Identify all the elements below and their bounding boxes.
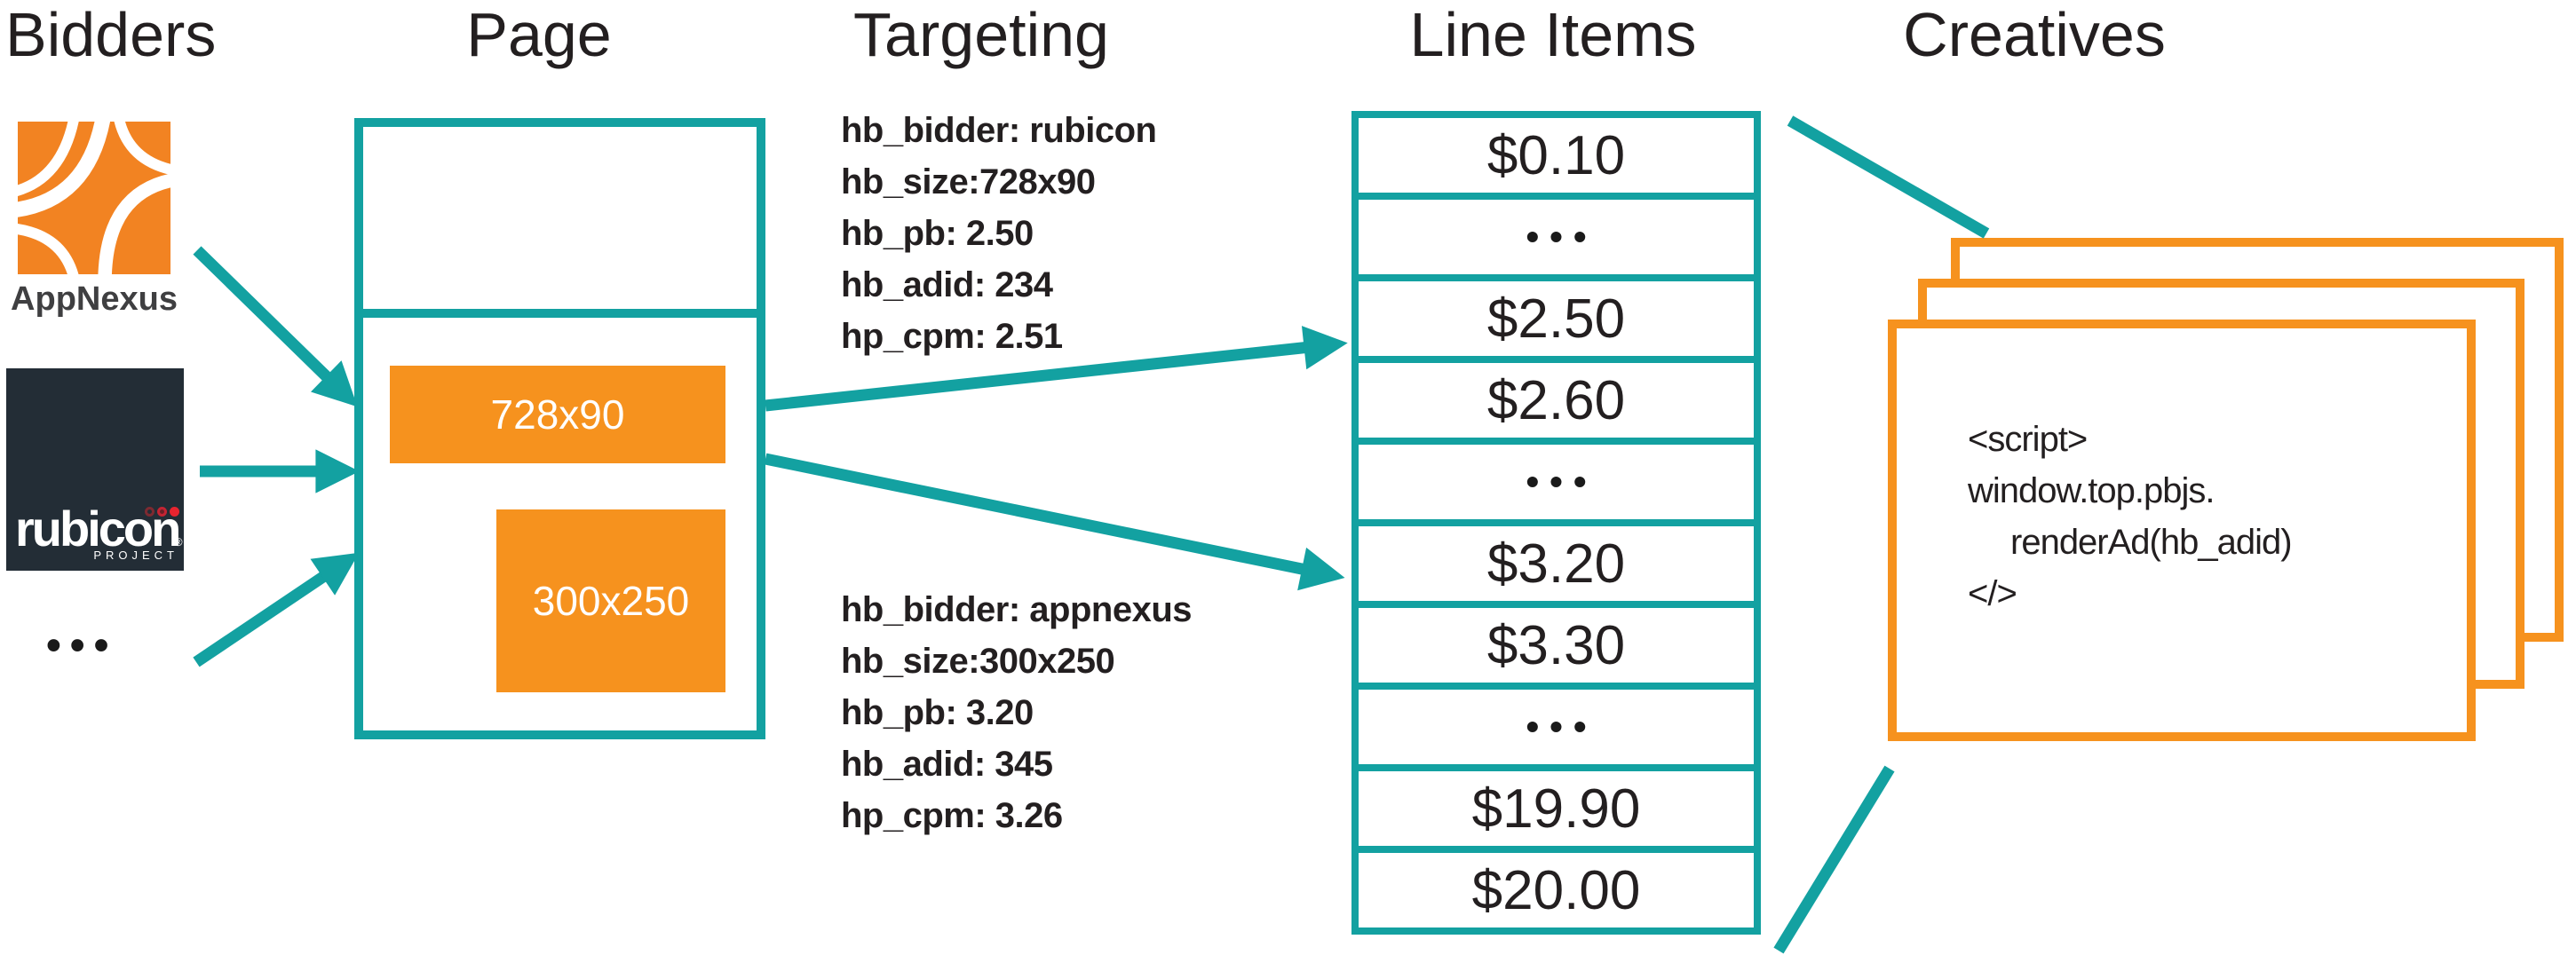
line-item-row: $3.30 <box>1359 608 1754 683</box>
creative-script-line: window.top.pbjs. <box>1968 471 2215 510</box>
arrow-others-to-page <box>193 552 360 667</box>
targeting-key-value: hb_size:300x250 <box>841 642 1115 681</box>
targeting-key-value: hb_bidder: rubicon <box>841 111 1157 150</box>
targeting-key-value: hb_bidder: appnexus <box>841 590 1193 629</box>
more-bidders-ellipsis: ••• <box>46 622 118 669</box>
column-title-line-items: Line Items <box>1409 0 1697 69</box>
line-item-row: ••• <box>1359 200 1754 274</box>
column-title-page: Page <box>466 0 612 69</box>
ad-slot-300x250-label: 300x250 <box>532 578 690 624</box>
rubicon-dots-icon <box>145 507 179 517</box>
targeting-key-value: hb_pb: 3.20 <box>841 693 1034 732</box>
arrow-appnexus-to-page <box>193 246 358 407</box>
line-item-row: $0.10 <box>1359 118 1754 193</box>
appnexus-wordmark: AppNexus <box>11 280 178 318</box>
creative-script-code: <script> window.top.pbjs. renderAd(hb_adid… <box>1968 414 2293 620</box>
rubicon-registered-mark: ® <box>174 535 183 549</box>
ad-slot-300x250: 300x250 <box>496 509 725 692</box>
line-items-to-creatives-bottom <box>1773 765 1895 954</box>
column-title-targeting: Targeting <box>853 0 1109 69</box>
line-item-row: $3.20 <box>1359 526 1754 601</box>
appnexus-logo-icon <box>18 122 170 274</box>
arrow-page-to-line-item-320 <box>764 453 1345 591</box>
targeting-key-value: hb_size:728x90 <box>841 162 1096 201</box>
ad-slot-728x90: 728x90 <box>390 366 725 463</box>
line-item-row: $20.00 <box>1359 853 1754 927</box>
line-item-row: $2.60 <box>1359 363 1754 438</box>
rubicon-project-logo: rubicon ® PROJECT <box>6 368 184 571</box>
line-items-table: $0.10•••$2.50$2.60•••$3.20$3.30•••$19.90… <box>1351 111 1761 935</box>
column-title-creatives: Creatives <box>1903 0 2166 69</box>
creative-script-line: renderAd(hb_adid) <box>2010 523 2293 562</box>
ad-slot-728x90-label: 728x90 <box>490 391 625 438</box>
line-item-row: $19.90 <box>1359 771 1754 846</box>
creative-script-line: <script> <box>1968 420 2088 459</box>
targeting-key-value: hb_adid: 234 <box>841 265 1053 304</box>
targeting-key-value: hp_cpm: 3.26 <box>841 796 1063 835</box>
creative-card-front: <script> window.top.pbjs. renderAd(hb_adid… <box>1888 320 2476 741</box>
line-items-to-creatives-top <box>1787 115 1990 239</box>
line-item-row: $2.50 <box>1359 281 1754 356</box>
page-header-divider <box>363 309 757 318</box>
targeting-key-value: hb_pb: 2.50 <box>841 214 1034 253</box>
targeting-key-value: hb_adid: 345 <box>841 745 1053 784</box>
rubicon-project-subtitle: PROJECT <box>93 549 178 562</box>
column-title-bidders: Bidders <box>5 0 217 69</box>
targeting-block-rubicon: hb_bidder: rubicon hb_size:728x90 hb_pb: 2… <box>841 105 1157 362</box>
line-item-row: ••• <box>1359 690 1754 764</box>
targeting-key-value: hp_cpm: 2.51 <box>841 317 1063 356</box>
creative-script-line: </> <box>1968 574 2017 613</box>
line-item-row: ••• <box>1359 445 1754 519</box>
targeting-block-appnexus: hb_bidder: appnexus hb_size:300x250 hb_pb:… <box>841 584 1193 841</box>
